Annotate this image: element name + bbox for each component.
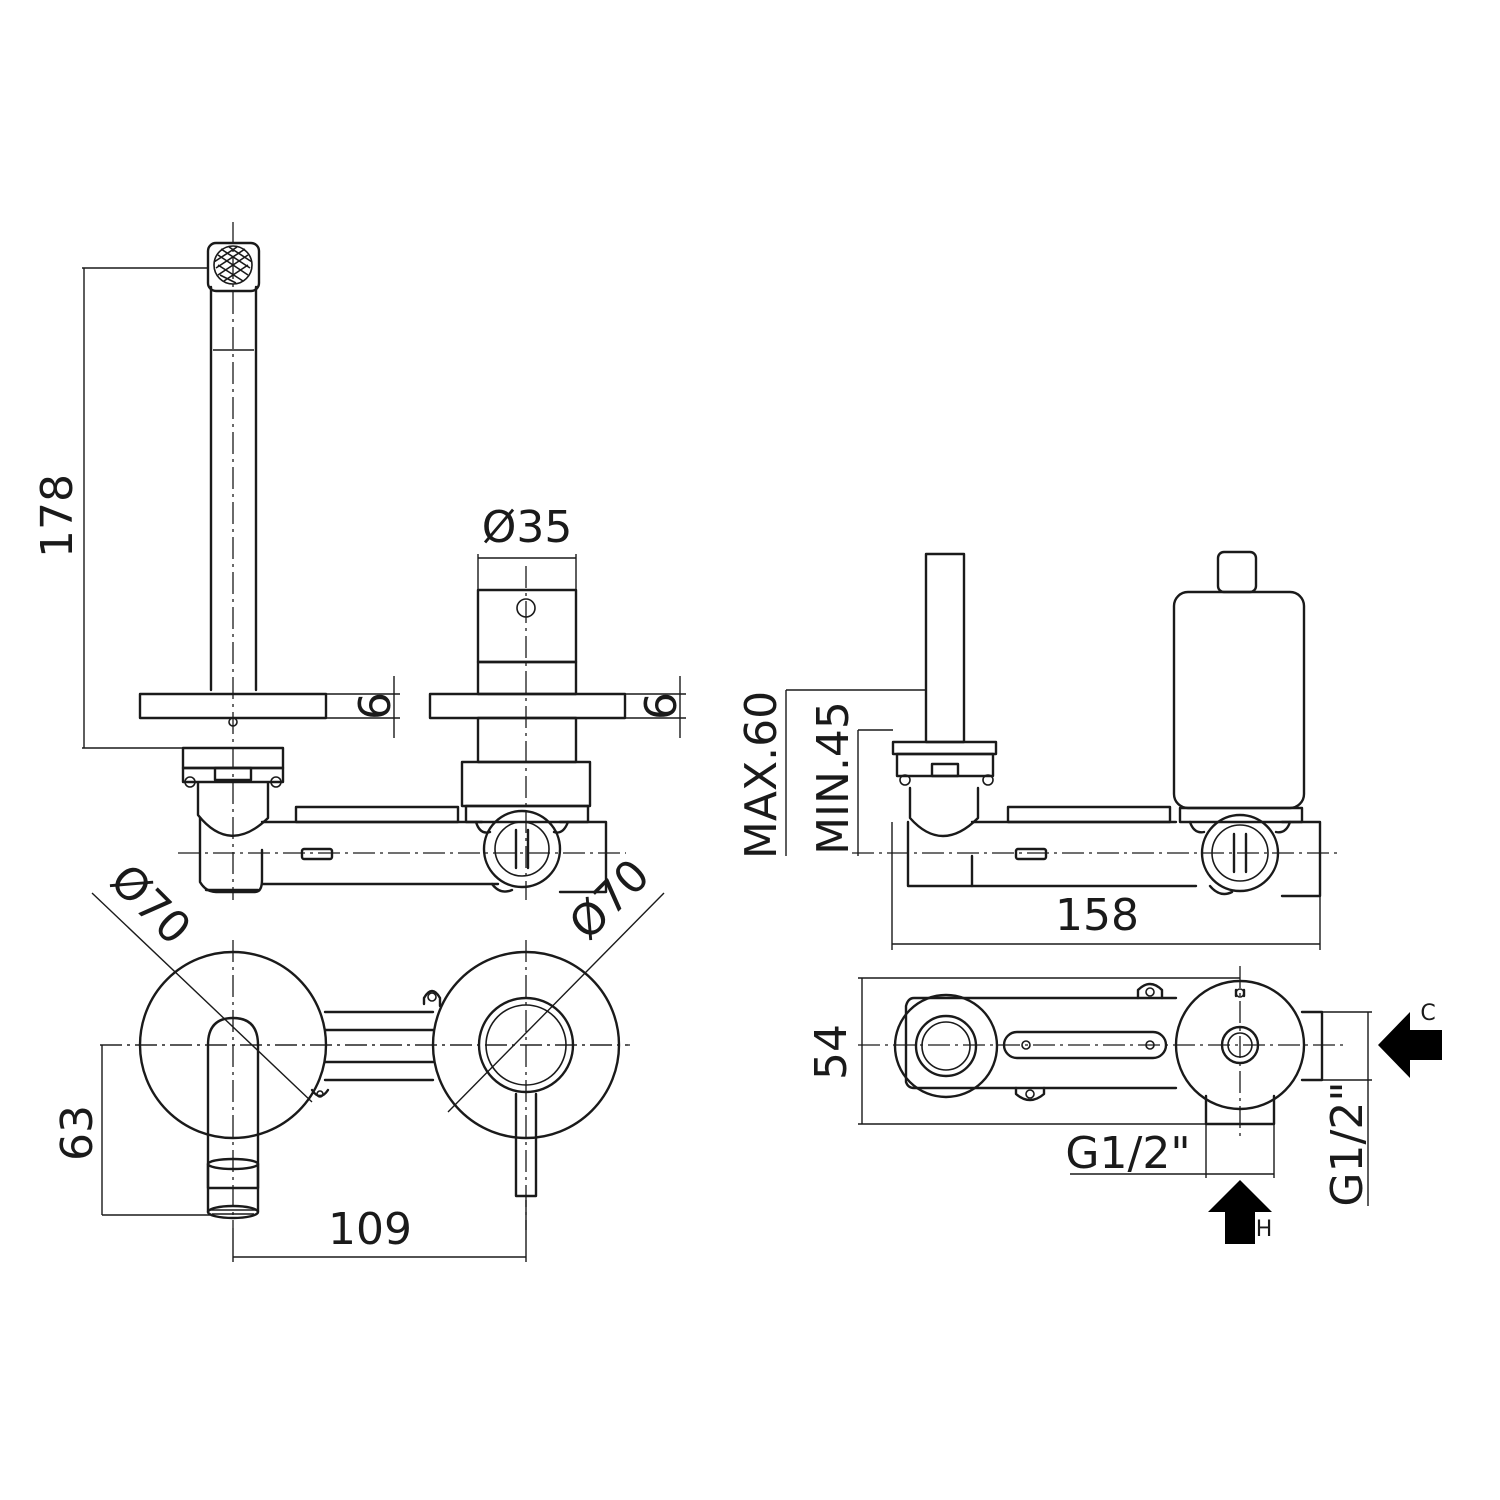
plate-thickness-label-2: 9: [633, 692, 684, 720]
rosette-diameter-label-2: Ø70: [560, 850, 660, 950]
hot-inlet-label: H: [1256, 1217, 1273, 1242]
cold-inlet-label: C: [1420, 1001, 1435, 1026]
bottom-connection-label: G1/2": [1065, 1128, 1190, 1179]
plate-thickness-label-1: 9: [347, 692, 398, 720]
front-view: [100, 940, 630, 1230]
vertical-offset-label: 63: [52, 1105, 103, 1161]
body-height-label: 54: [806, 1024, 857, 1080]
side-elevation: [852, 550, 1340, 898]
front-elevation-dimensions: 178 Ø35 9 9: [32, 267, 686, 749]
centre-distance-label: 109: [328, 1204, 412, 1255]
top-view: [858, 966, 1346, 1136]
body-length-label: 158: [1055, 890, 1139, 941]
max-depth-label: MAX.60: [736, 691, 787, 859]
spout-height-label: 178: [32, 474, 83, 558]
rosette-diameter-label-1: Ø70: [100, 855, 200, 955]
min-depth-label: MIN.45: [808, 701, 859, 855]
side-elevation-dimensions: MAX.60 MIN.45 158: [736, 689, 1321, 950]
lever-diameter-label: Ø35: [482, 502, 573, 553]
top-view-dimensions: 54 G1/2" G1/2" C H: [806, 977, 1442, 1244]
front-elevation: [138, 222, 627, 900]
side-connection-label: G1/2": [1322, 1081, 1373, 1206]
cold-inlet-arrow: [1378, 1012, 1442, 1078]
hot-inlet-arrow: [1208, 1180, 1272, 1244]
